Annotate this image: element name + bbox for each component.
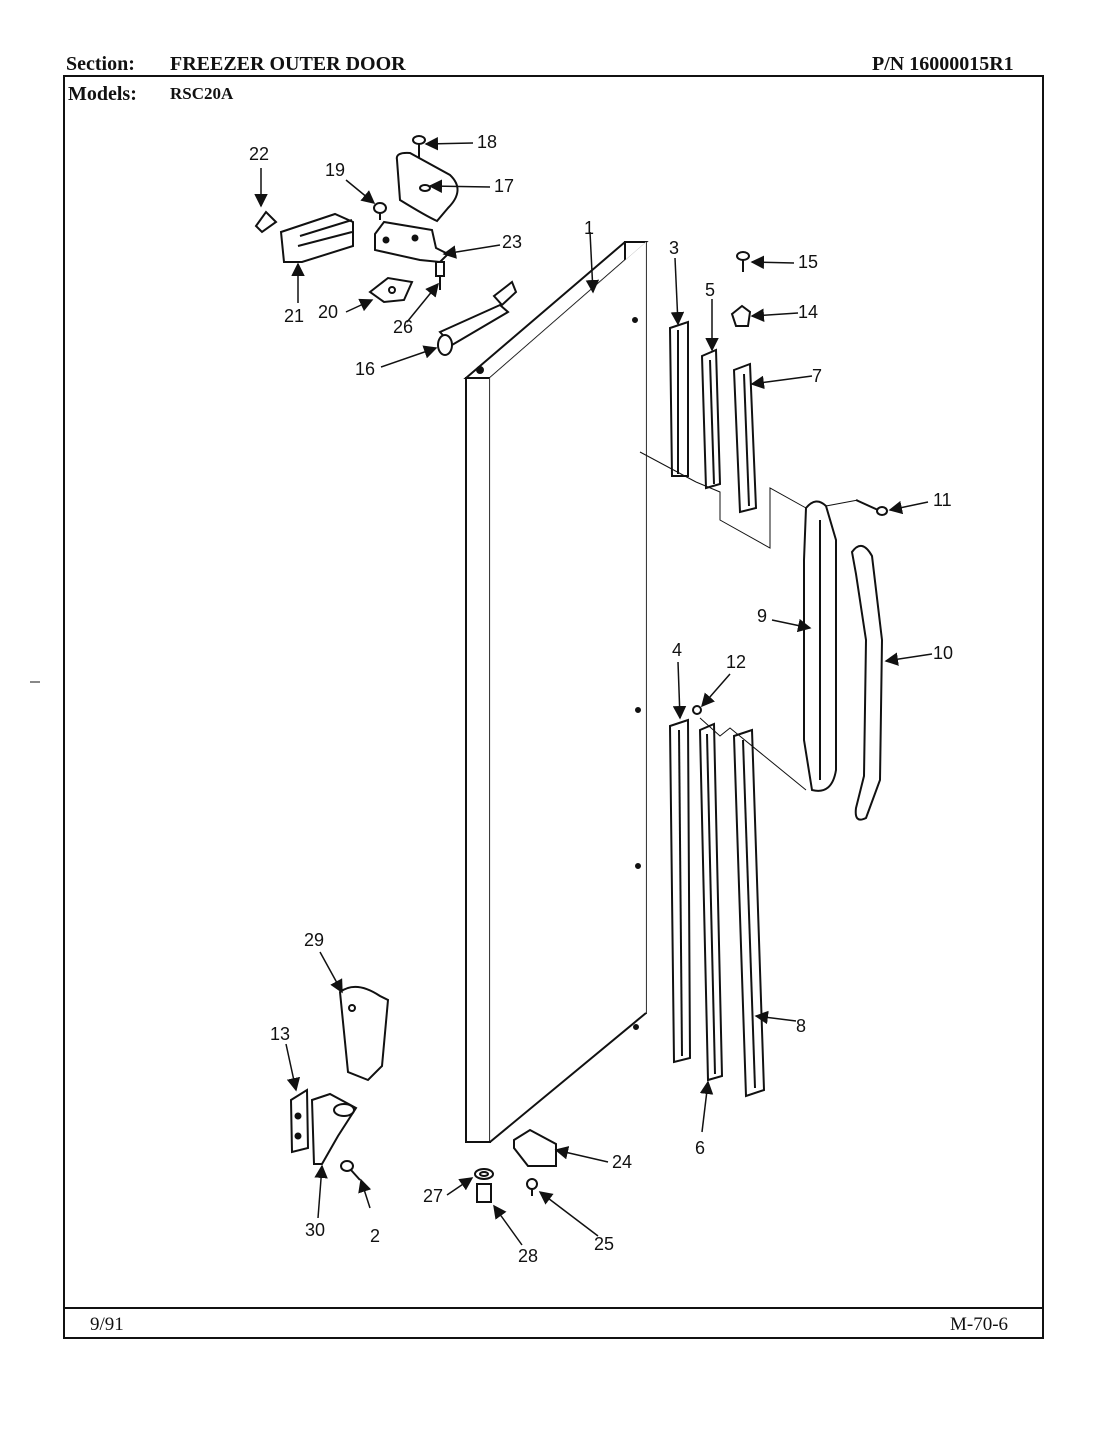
callout-6: 6: [695, 1138, 705, 1158]
trim-strip-part-4: [668, 718, 692, 1064]
callout-9: 9: [757, 606, 767, 626]
callout-13: 13: [270, 1024, 290, 1044]
callout-3: 3: [669, 238, 679, 258]
callout-8: 8: [796, 1016, 806, 1036]
hinge-cover-part-29: [338, 985, 390, 1082]
washer-part-27: [474, 1168, 494, 1180]
trim-strip-part-8: [732, 728, 766, 1098]
screw-part-25: [526, 1178, 538, 1196]
callout-19: 19: [325, 160, 345, 180]
callout-27: 27: [423, 1186, 443, 1206]
callout-4: 4: [672, 640, 682, 660]
models-value: RSC20A: [170, 84, 234, 103]
hinge-block-part-21: [279, 212, 354, 263]
callout-5: 5: [705, 280, 715, 300]
callout-14: 14: [798, 302, 818, 322]
shim-part-22: [254, 210, 278, 234]
door-panel-part-1: [463, 241, 649, 1143]
part-number: P/N 16000015R1: [872, 53, 1014, 75]
callout-12: 12: [726, 652, 746, 672]
screw-part-12: [692, 705, 702, 715]
pin-part-26: [435, 261, 445, 290]
section-title: FREEZER OUTER DOOR: [170, 53, 406, 75]
footer-date: 9/91: [90, 1314, 124, 1335]
callout-18: 18: [477, 132, 497, 152]
callout-28: 28: [518, 1246, 538, 1266]
callout-15: 15: [798, 252, 818, 272]
handle-trim-part-10: [850, 545, 884, 821]
callout-26: 26: [393, 317, 413, 337]
bracket-part-24: [513, 1128, 557, 1167]
callout-10: 10: [933, 643, 953, 663]
callout-11: 11: [933, 490, 952, 510]
callout-22: 22: [249, 144, 269, 164]
callout-25: 25: [594, 1234, 614, 1254]
footer-page-code: M-70-6: [950, 1314, 1009, 1335]
screw-part-19: [373, 202, 387, 220]
screw-part-2: [340, 1160, 361, 1181]
trim-strip-part-7: [732, 362, 758, 514]
leader-lines: [254, 136, 933, 1246]
callout-7: 7: [812, 366, 822, 386]
shim-plate-part-20: [368, 276, 414, 304]
door-stop-part-16: [437, 280, 518, 356]
callout-20: 20: [318, 302, 338, 322]
callout-21: 21: [284, 306, 304, 326]
clip-part-14: [730, 304, 752, 327]
callout-24: 24: [612, 1152, 632, 1172]
alignment-lines: [639, 451, 859, 791]
trim-strip-part-6: [698, 722, 724, 1082]
models-label: Models:: [68, 83, 137, 105]
shim-part-13: [289, 1088, 310, 1154]
trim-strip-part-5: [700, 348, 722, 490]
bushing-part-28: [476, 1183, 492, 1203]
callout-labels: 1 2 3 4 5 6 7 8 9 10 11 12 13 14 15 16 1…: [249, 132, 953, 1266]
screw-part-11: [855, 499, 888, 516]
handle-part-9: [803, 500, 837, 792]
section-label: Section:: [66, 53, 135, 75]
screw-part-15: [736, 251, 750, 272]
callout-23: 23: [502, 232, 522, 252]
callout-2: 2: [370, 1226, 380, 1246]
drawing-frame: [30, 75, 1044, 1339]
hinge-plate-part-23: [374, 220, 450, 264]
callout-30: 30: [305, 1220, 325, 1240]
bottom-hinge-part-30: [310, 1092, 358, 1165]
trim-strip-part-3: [668, 320, 689, 477]
callout-1: 1: [584, 218, 594, 238]
callout-17: 17: [494, 176, 514, 196]
callout-29: 29: [304, 930, 324, 950]
callout-16: 16: [355, 359, 375, 379]
